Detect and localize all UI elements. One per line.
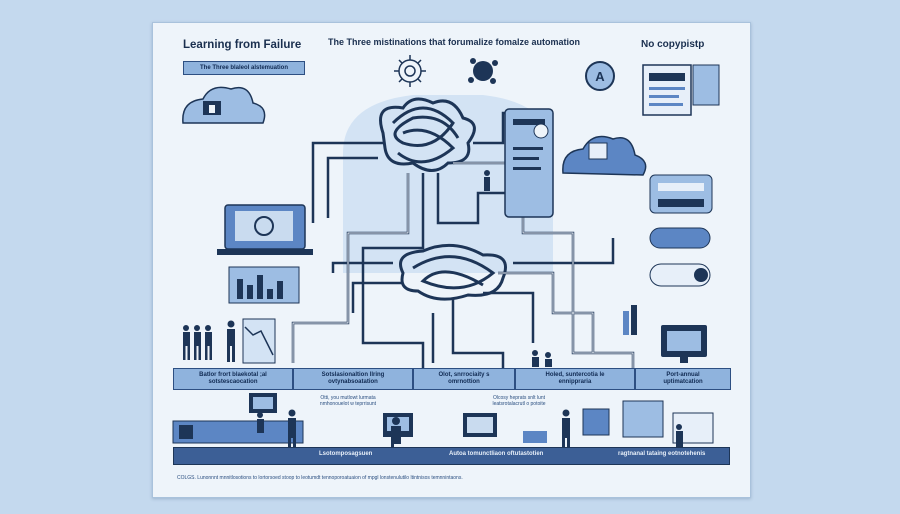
- people-mid: [484, 170, 552, 367]
- people-group-left: [183, 320, 235, 362]
- bottom-banner-1: Batlor frort blaekotal ;al sotstescaocat…: [173, 368, 293, 390]
- chart-panel-left: [228, 266, 300, 304]
- subtitle-banner: The Three blaleol alstemuation: [183, 61, 305, 75]
- footer-label-2: Autoa tomunctliaon oftutastotien: [449, 451, 544, 457]
- footer-label-3: ragtnanal tataing eotnotehenis: [618, 451, 706, 457]
- tangled-knot: [379, 97, 507, 301]
- svg-text:A: A: [595, 69, 605, 84]
- mid-note-right: Olcosy heprats snlt lunt leatsrotalacrut…: [492, 395, 546, 407]
- line-chart-left: [242, 318, 276, 364]
- gear-icon-top: [394, 55, 426, 87]
- title-right: No copypistp: [641, 39, 705, 50]
- monitor-right: [623, 305, 707, 363]
- footer-label-1: Lsotomposagsuen: [319, 451, 373, 457]
- infographic-poster: A: [152, 22, 751, 498]
- ai-badge-icon: A: [585, 61, 615, 91]
- title-center: The Three mistinations that forumalize f…: [328, 37, 581, 47]
- virus-icon: [468, 58, 498, 84]
- diagram-graphics: A: [172, 55, 720, 461]
- bottom-banner-5: Port-annual uptimatcation: [635, 368, 731, 390]
- bottom-banner-4: Holed, suntercotia le ennippraria: [515, 368, 635, 390]
- cloud-icon-left: [182, 86, 266, 124]
- laptop-gear-panel: [217, 204, 313, 255]
- bottom-banner-2: Sotslasionaltion llring ovtynabsoatation: [293, 368, 413, 390]
- footer-bar: [173, 447, 730, 465]
- mid-note-bottom: Otti, you mutlowt lurmata nmhonouelot w …: [319, 395, 377, 407]
- background-arch: [343, 95, 553, 273]
- phone-panel: [504, 108, 554, 218]
- document-panel-top: [642, 64, 720, 116]
- bottom-banner-3: Olot, snrrociaity s omrnottion: [413, 368, 515, 390]
- title-left: Learning from Failure: [183, 39, 302, 51]
- cloud-icon-right: [562, 135, 647, 176]
- footer-note: COLGS. Lunonnnt mnnitlosotions to lortor…: [177, 475, 463, 481]
- toggle-panels: [649, 174, 713, 287]
